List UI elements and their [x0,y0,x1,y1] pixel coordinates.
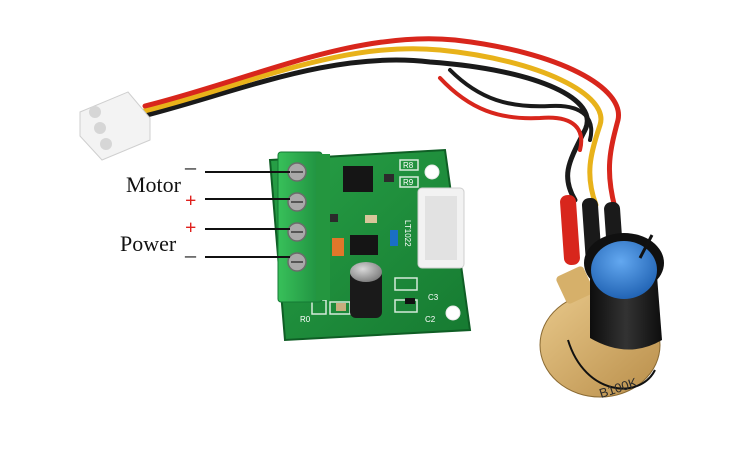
svg-text:LT1022: LT1022 [403,220,412,247]
terminal-pointers [205,171,290,258]
svg-text:C2: C2 [425,315,436,324]
svg-text:R8: R8 [403,161,414,170]
potentiometer: B100K [539,233,664,401]
jst-connector [79,91,151,161]
power-label: Power [120,231,177,256]
motor-plus-sign: + [185,190,197,212]
motor-minus-sign: – [185,154,196,179]
wire-harness [132,36,621,211]
power-plus-sign: + [185,217,197,239]
power-minus-sign: – [185,242,196,267]
knob-cap[interactable] [591,241,657,299]
motor-label: Motor [126,172,181,197]
svg-text:R9: R9 [403,178,414,187]
screw-terminal [277,151,330,303]
svg-text:R0: R0 [300,315,311,324]
svg-text:C3: C3 [428,293,439,302]
